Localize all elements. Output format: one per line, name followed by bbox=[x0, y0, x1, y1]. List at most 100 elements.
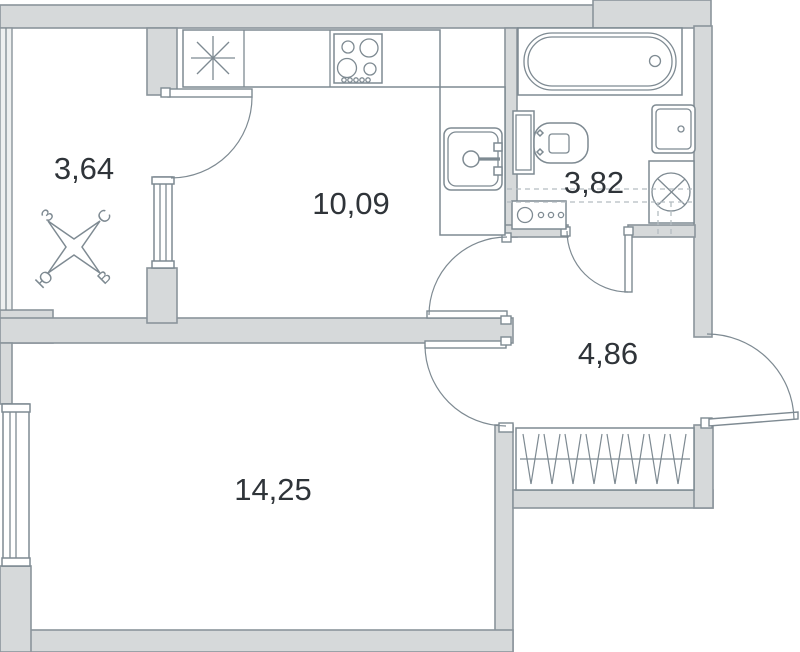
top-wall-right bbox=[592, 0, 712, 29]
toilet-icon bbox=[512, 110, 589, 175]
room-left-wall-bottom bbox=[0, 565, 32, 652]
room-hallway-wall bbox=[494, 424, 514, 652]
bathtub-drain bbox=[648, 54, 662, 68]
window-frame bbox=[153, 176, 173, 269]
basin-drain bbox=[677, 125, 685, 133]
window-cap-top bbox=[151, 176, 175, 185]
windows bbox=[0, 27, 175, 567]
balcony-area-label: 3,64 bbox=[54, 151, 114, 186]
doors bbox=[160, 87, 799, 433]
bathtub-basin bbox=[527, 36, 673, 87]
compass-south-label: Ю bbox=[32, 267, 58, 293]
balcony-door bbox=[160, 87, 253, 179]
kitchen-area-label: 10,09 bbox=[312, 186, 390, 221]
living-room-door bbox=[424, 336, 514, 433]
balcony-glazing bbox=[0, 27, 13, 311]
bathtub-outer bbox=[517, 27, 683, 96]
faucet-mount bbox=[493, 166, 503, 176]
walls bbox=[0, 0, 714, 652]
bathroom-door bbox=[560, 226, 634, 293]
kitchen-sink-icon bbox=[443, 127, 503, 191]
wardrobe-bottom-wall bbox=[512, 489, 714, 509]
kitchen-fixtures bbox=[182, 29, 506, 236]
stove-knob bbox=[353, 77, 359, 83]
compass-west-label: З bbox=[37, 205, 58, 226]
room-bottom-wall bbox=[0, 629, 514, 652]
hallway-area-label: 4,86 bbox=[578, 336, 638, 371]
asterisk-spoke bbox=[196, 41, 230, 75]
door-hinge bbox=[500, 336, 512, 346]
meter-unit-icon bbox=[511, 200, 567, 230]
entrance-door bbox=[700, 333, 799, 429]
balcony-kitchen-wall-top bbox=[146, 27, 178, 96]
door-swing-arc bbox=[424, 344, 507, 427]
meter-dial bbox=[516, 206, 534, 224]
living-room-window bbox=[1, 403, 31, 567]
bathtub-rim bbox=[523, 32, 677, 91]
toilet-bowl bbox=[533, 122, 589, 164]
balcony-kitchen-wall-bottom bbox=[146, 267, 178, 324]
door-hinge bbox=[160, 87, 171, 98]
wash-basin-icon bbox=[651, 104, 696, 154]
room-left-wall-top bbox=[0, 342, 13, 405]
toilet-tank-inner bbox=[515, 114, 532, 171]
wardrobe-right-wall bbox=[693, 424, 714, 509]
stove-burner bbox=[359, 38, 379, 58]
sink-drain bbox=[462, 150, 480, 168]
stove-knob bbox=[347, 77, 353, 83]
door-swing-arc bbox=[706, 333, 795, 420]
compass-rose: З С Ю В bbox=[32, 205, 116, 292]
stove-burner bbox=[341, 40, 355, 54]
window-cap-bottom bbox=[151, 260, 175, 269]
meter-dial-small bbox=[547, 211, 555, 219]
right-outer-wall bbox=[693, 25, 713, 338]
door-swing-arc bbox=[428, 236, 508, 316]
compass-star bbox=[47, 220, 101, 274]
bathroom-area-label: 3,82 bbox=[564, 165, 624, 200]
basin-outer bbox=[651, 104, 696, 154]
stove-burner bbox=[336, 57, 358, 79]
meter-dial-small bbox=[557, 211, 565, 219]
washer-cross bbox=[657, 178, 686, 206]
bathroom-hall-wall-right bbox=[627, 224, 696, 238]
basin-inner bbox=[655, 108, 692, 150]
stove-body bbox=[333, 33, 383, 84]
door-leaf bbox=[167, 88, 253, 98]
door-swing-arc bbox=[566, 230, 629, 293]
meter-dial-small bbox=[537, 211, 545, 219]
door-leaf bbox=[624, 230, 633, 293]
stove-knob bbox=[365, 77, 371, 83]
stove-burner bbox=[363, 62, 377, 76]
toilet-bolt bbox=[535, 128, 545, 138]
window-cap-bottom bbox=[1, 557, 31, 567]
bathroom-fixtures bbox=[507, 27, 696, 238]
door-leaf bbox=[708, 411, 799, 427]
plumbing-dashed-lines bbox=[507, 188, 693, 238]
living-room-area-label: 14,25 bbox=[234, 472, 312, 507]
washing-machine-icon bbox=[648, 160, 695, 224]
stove-knob bbox=[359, 77, 365, 83]
balcony-kitchen-window bbox=[151, 176, 175, 269]
door-swing-arc bbox=[170, 96, 253, 179]
window-cap-top bbox=[1, 403, 31, 413]
door-leaf bbox=[424, 340, 507, 349]
stove-icon bbox=[333, 33, 383, 84]
top-wall-left bbox=[0, 4, 596, 29]
area-labels: 3,64 10,09 3,82 4,86 14,25 bbox=[54, 151, 638, 507]
vent-asterisk-icon bbox=[191, 36, 235, 80]
meter-box bbox=[511, 200, 567, 230]
wardrobe bbox=[515, 427, 695, 491]
mid-wall-kitchen-room bbox=[0, 317, 514, 344]
door-hinge bbox=[623, 226, 634, 236]
toilet-bowl-inner bbox=[548, 133, 570, 154]
door-hinge bbox=[500, 315, 512, 325]
faucet-mount bbox=[493, 142, 503, 152]
kitchen-door bbox=[426, 232, 512, 325]
door-jamb bbox=[498, 422, 514, 433]
stove-knob bbox=[341, 77, 347, 83]
bathtub-icon bbox=[517, 27, 683, 96]
door-leaf bbox=[426, 310, 508, 319]
toilet-bolt bbox=[535, 147, 545, 157]
